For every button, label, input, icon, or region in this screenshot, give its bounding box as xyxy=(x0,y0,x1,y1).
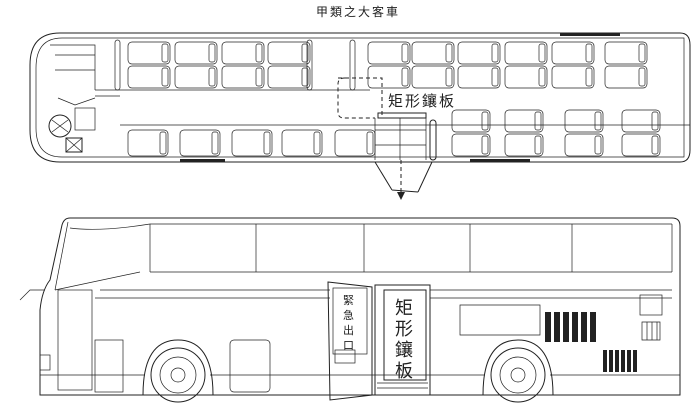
seat xyxy=(179,129,221,157)
emergency-door-handle[interactable] xyxy=(334,349,356,364)
emergency-exit-char: 口 xyxy=(343,339,354,352)
window-strip-top xyxy=(560,33,620,36)
grille-slot xyxy=(615,350,619,372)
plan-body-outline xyxy=(29,32,691,163)
exit-door-swing xyxy=(374,161,433,193)
emergency-exit-char: 急 xyxy=(343,308,354,322)
pole xyxy=(306,39,313,91)
seat xyxy=(504,109,544,133)
steering-wheel xyxy=(48,114,72,138)
front-wheel xyxy=(142,339,214,403)
plan-panel-label: 矩形鑲板 xyxy=(388,92,456,110)
seat xyxy=(367,65,411,89)
rear-wheel xyxy=(482,339,554,403)
seat xyxy=(127,129,169,157)
seat xyxy=(504,41,548,65)
seat xyxy=(267,41,311,65)
emergency-exit-door[interactable] xyxy=(327,281,373,401)
engine-grille xyxy=(545,312,637,372)
seat xyxy=(411,65,455,89)
plan-inner-outline xyxy=(35,37,685,158)
front-door xyxy=(57,289,93,391)
window-strip-bottom xyxy=(180,159,225,162)
seat xyxy=(221,41,265,65)
rectangular-panel xyxy=(383,289,427,381)
seat xyxy=(504,133,544,157)
grille-slot xyxy=(545,312,551,342)
steering-spokes xyxy=(51,119,69,133)
seat xyxy=(281,129,323,157)
windshield xyxy=(54,221,151,291)
pole xyxy=(114,39,121,91)
door-step xyxy=(377,382,428,389)
grille-slot xyxy=(563,312,569,342)
seat xyxy=(174,41,218,65)
pole xyxy=(349,39,356,91)
panel-plan-rect xyxy=(377,112,427,119)
driver-door xyxy=(94,339,124,393)
grille-slot xyxy=(581,312,587,342)
belt-line xyxy=(54,271,672,299)
panel-char: 形 xyxy=(395,319,413,340)
seat xyxy=(457,41,501,65)
seat xyxy=(127,65,171,89)
mirror xyxy=(19,289,45,301)
emergency-exit-char: 緊 xyxy=(343,294,354,307)
grille-slot xyxy=(621,350,625,372)
diagram-title: 甲類之大客車 xyxy=(316,4,400,19)
seat xyxy=(504,65,548,89)
grille-slot xyxy=(554,312,560,342)
front-steps xyxy=(50,44,96,106)
luggage-door xyxy=(229,339,271,393)
console-cross xyxy=(65,137,83,153)
grille-slot xyxy=(633,350,637,372)
grille-slot xyxy=(609,350,613,372)
panel-char: 板 xyxy=(395,361,413,382)
seat xyxy=(221,65,265,89)
seat xyxy=(127,41,171,65)
roof-line xyxy=(149,223,673,273)
stair-pole xyxy=(429,119,437,161)
seat xyxy=(367,41,411,65)
driver-seat-plan xyxy=(74,107,96,131)
seat xyxy=(457,65,501,89)
headlight xyxy=(39,354,51,371)
driver-console xyxy=(65,137,83,153)
seat xyxy=(334,129,376,157)
seat xyxy=(451,133,491,157)
exit-arrow-head xyxy=(397,192,405,200)
door-frame xyxy=(374,284,431,396)
rear-box xyxy=(639,294,663,316)
side-body-outline xyxy=(39,217,681,396)
seat xyxy=(564,109,604,133)
window-strip-bottom-2 xyxy=(470,159,530,162)
panel-char: 鑲 xyxy=(395,340,413,361)
seat xyxy=(267,65,311,89)
seat xyxy=(174,65,218,89)
seat xyxy=(621,133,661,157)
panel-char: 矩 xyxy=(395,298,413,319)
seat xyxy=(621,109,661,133)
seat xyxy=(411,41,455,65)
seat xyxy=(451,109,491,133)
seat xyxy=(604,41,648,65)
seat xyxy=(231,129,273,157)
grille-slot xyxy=(627,350,631,372)
emergency-exit-char: 出 xyxy=(343,323,354,337)
seat xyxy=(551,41,595,65)
panel-outline-dashed xyxy=(337,77,383,119)
plan-view: 矩形鑲板 xyxy=(29,32,691,200)
seat xyxy=(604,65,648,89)
grille-slot xyxy=(590,312,596,342)
rear-vent xyxy=(641,321,661,341)
seat xyxy=(551,65,595,89)
grille-slot xyxy=(572,312,578,342)
stairs xyxy=(374,118,427,160)
seat xyxy=(564,133,604,157)
emergency-door-window xyxy=(332,287,368,355)
rear-panel xyxy=(459,304,541,336)
grille-slot xyxy=(603,350,607,372)
aisle-upper-line xyxy=(95,89,370,97)
